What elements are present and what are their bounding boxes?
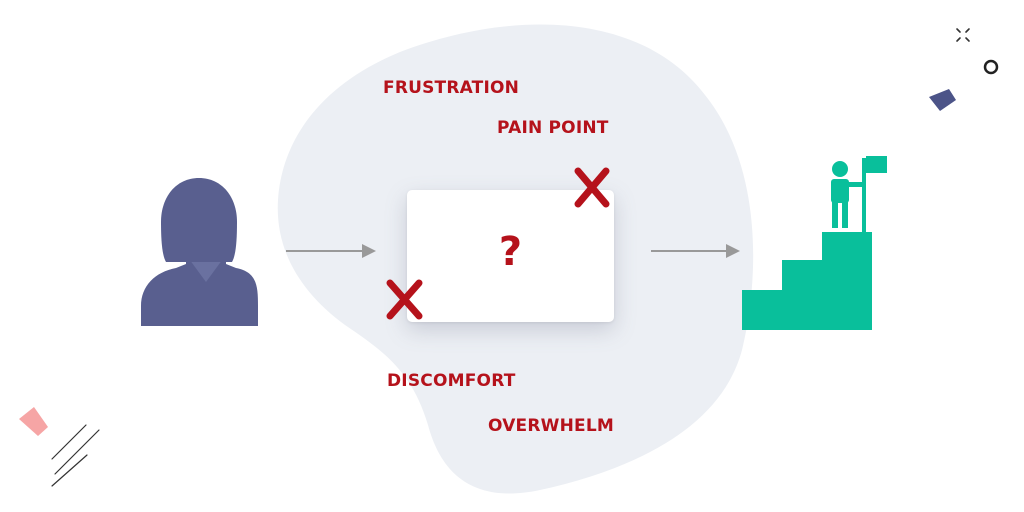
summit-person [831,161,864,228]
x-mark-icon [386,279,423,320]
label-frustration: FRUSTRATION [383,78,520,98]
arrow-user-to-card [286,244,376,258]
arrow-card-to-goal [651,244,740,258]
label-pain-point: PAIN POINT [497,118,609,138]
stairs [742,232,872,330]
pink-shard-icon [19,407,48,436]
question-mark: ? [498,229,523,275]
slash-lines-icon [51,424,100,487]
ring-icon [983,59,999,75]
navy-shard-icon [929,89,956,111]
x-mark-icon [574,167,610,208]
label-overwhelm: OVERWHELM [488,416,614,436]
sparkle-icon [956,28,970,42]
flag [862,156,887,232]
problem-card: ? [407,190,614,322]
label-discomfort: DISCOMFORT [387,371,516,391]
